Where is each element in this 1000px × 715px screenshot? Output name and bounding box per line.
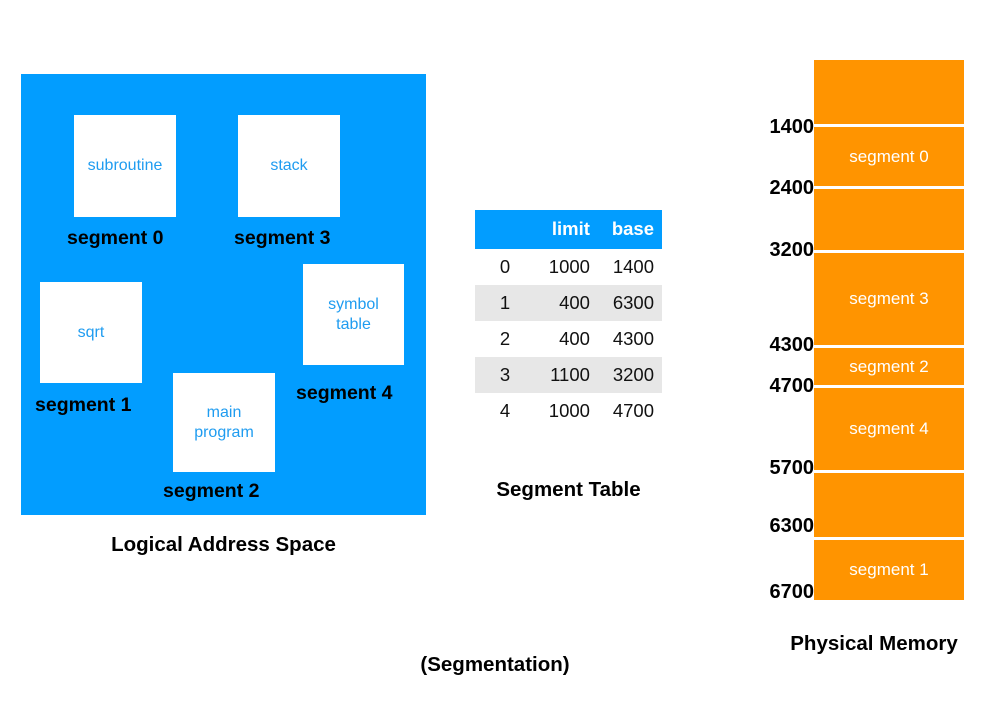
logical-caption-segment-1: segment 1 <box>35 394 132 416</box>
logical-box-stack: stack <box>238 115 340 217</box>
logical-box-sqrt: sqrt <box>40 282 142 383</box>
logical-caption-segment-4: segment 4 <box>296 382 393 404</box>
segment-table-cell-base: 4300 <box>612 328 654 349</box>
memory-address-1400: 1400 <box>769 116 815 138</box>
memory-address-2400: 2400 <box>769 177 815 199</box>
logical-box-subroutine-label: subroutine <box>87 157 163 174</box>
memory-block-free-5700 <box>814 473 964 537</box>
segment-table: limit base 0 1000 1400 1 400 6300 2 400 … <box>475 210 662 429</box>
table-row: 2 400 4300 <box>475 321 662 357</box>
memory-block-segment-1-label: segment 1 <box>849 560 929 579</box>
segment-table-caption: Segment Table <box>496 478 641 501</box>
logical-box-stack-label: stack <box>270 157 308 174</box>
segment-table-cell-base: 3200 <box>597 357 662 393</box>
segment-table-cell-base: 6300 <box>597 285 662 321</box>
logical-box-subroutine: subroutine <box>74 115 176 217</box>
figure-title: (Segmentation) <box>420 653 570 676</box>
segment-table-cell-limit: 400 <box>559 328 590 349</box>
logical-address-space-caption: Logical Address Space <box>111 533 336 556</box>
logical-caption-segment-3: segment 3 <box>234 227 331 249</box>
memory-block-free-top <box>814 60 964 124</box>
memory-block-segment-4-label: segment 4 <box>849 419 929 438</box>
logical-box-symbol-table-label-line2: table <box>336 315 371 333</box>
memory-block-segment-0: segment 0 <box>814 127 964 186</box>
memory-address-5700: 5700 <box>769 457 815 479</box>
table-row: 1 400 6300 <box>475 285 662 321</box>
memory-block-segment-1: segment 1 <box>814 540 964 600</box>
memory-block-segment-3: segment 3 <box>814 253 964 345</box>
segment-table-header-base: base <box>597 210 662 249</box>
logical-caption-segment-2: segment 2 <box>163 480 260 502</box>
segment-table-cell-limit: 1000 <box>548 400 590 421</box>
segment-table-cell-limit: 1000 <box>548 256 590 277</box>
table-row: 4 1000 4700 <box>475 393 662 429</box>
memory-block-free-2400 <box>814 189 964 250</box>
logical-caption-segment-0: segment 0 <box>67 227 164 249</box>
segment-table-cell-index: 2 <box>499 328 511 349</box>
memory-address-3200: 3200 <box>769 239 815 261</box>
table-row: 0 1000 1400 <box>475 249 662 285</box>
segment-table-header-row: limit base <box>475 210 662 249</box>
memory-block-segment-2: segment 2 <box>814 348 964 385</box>
memory-address-6700: 6700 <box>769 581 815 603</box>
segment-table-cell-index: 0 <box>499 256 511 277</box>
segment-table-cell-index: 3 <box>475 357 535 393</box>
segment-table-header-index <box>475 210 535 249</box>
segment-table-cell-base: 1400 <box>612 256 654 277</box>
segment-table-cell-limit: 1100 <box>535 357 598 393</box>
table-row: 3 1100 3200 <box>475 357 662 393</box>
segment-table-cell-index: 1 <box>475 285 535 321</box>
segment-table-header-limit: limit <box>535 210 598 249</box>
memory-block-segment-0-label: segment 0 <box>849 146 929 166</box>
physical-memory-caption: Physical Memory <box>790 632 958 655</box>
memory-address-6300: 6300 <box>769 515 815 537</box>
segment-table-cell-base: 4700 <box>612 400 654 421</box>
logical-box-main-program-label-line1: main <box>206 403 242 421</box>
memory-block-segment-4: segment 4 <box>814 388 964 470</box>
memory-address-4300: 4300 <box>769 334 815 356</box>
memory-address-4700: 4700 <box>769 375 815 397</box>
logical-box-main-program: main program <box>173 373 275 472</box>
logical-box-main-program-label-line2: program <box>194 423 254 441</box>
logical-box-sqrt-label: sqrt <box>77 323 105 341</box>
logical-box-symbol-table-label-line1: symbol <box>328 295 379 313</box>
memory-block-segment-3-label: segment 3 <box>849 289 929 308</box>
memory-block-segment-2-label: segment 2 <box>849 356 929 376</box>
logical-box-symbol-table: symbol table <box>303 264 404 365</box>
segment-table-cell-index: 4 <box>499 400 511 421</box>
segment-table-cell-limit: 400 <box>535 285 598 321</box>
logical-address-space-panel: subroutine segment 0 stack segment 3 sqr… <box>21 74 426 515</box>
physical-memory-panel: segment 0 segment 3 segment 2 segment 4 … <box>814 60 964 600</box>
